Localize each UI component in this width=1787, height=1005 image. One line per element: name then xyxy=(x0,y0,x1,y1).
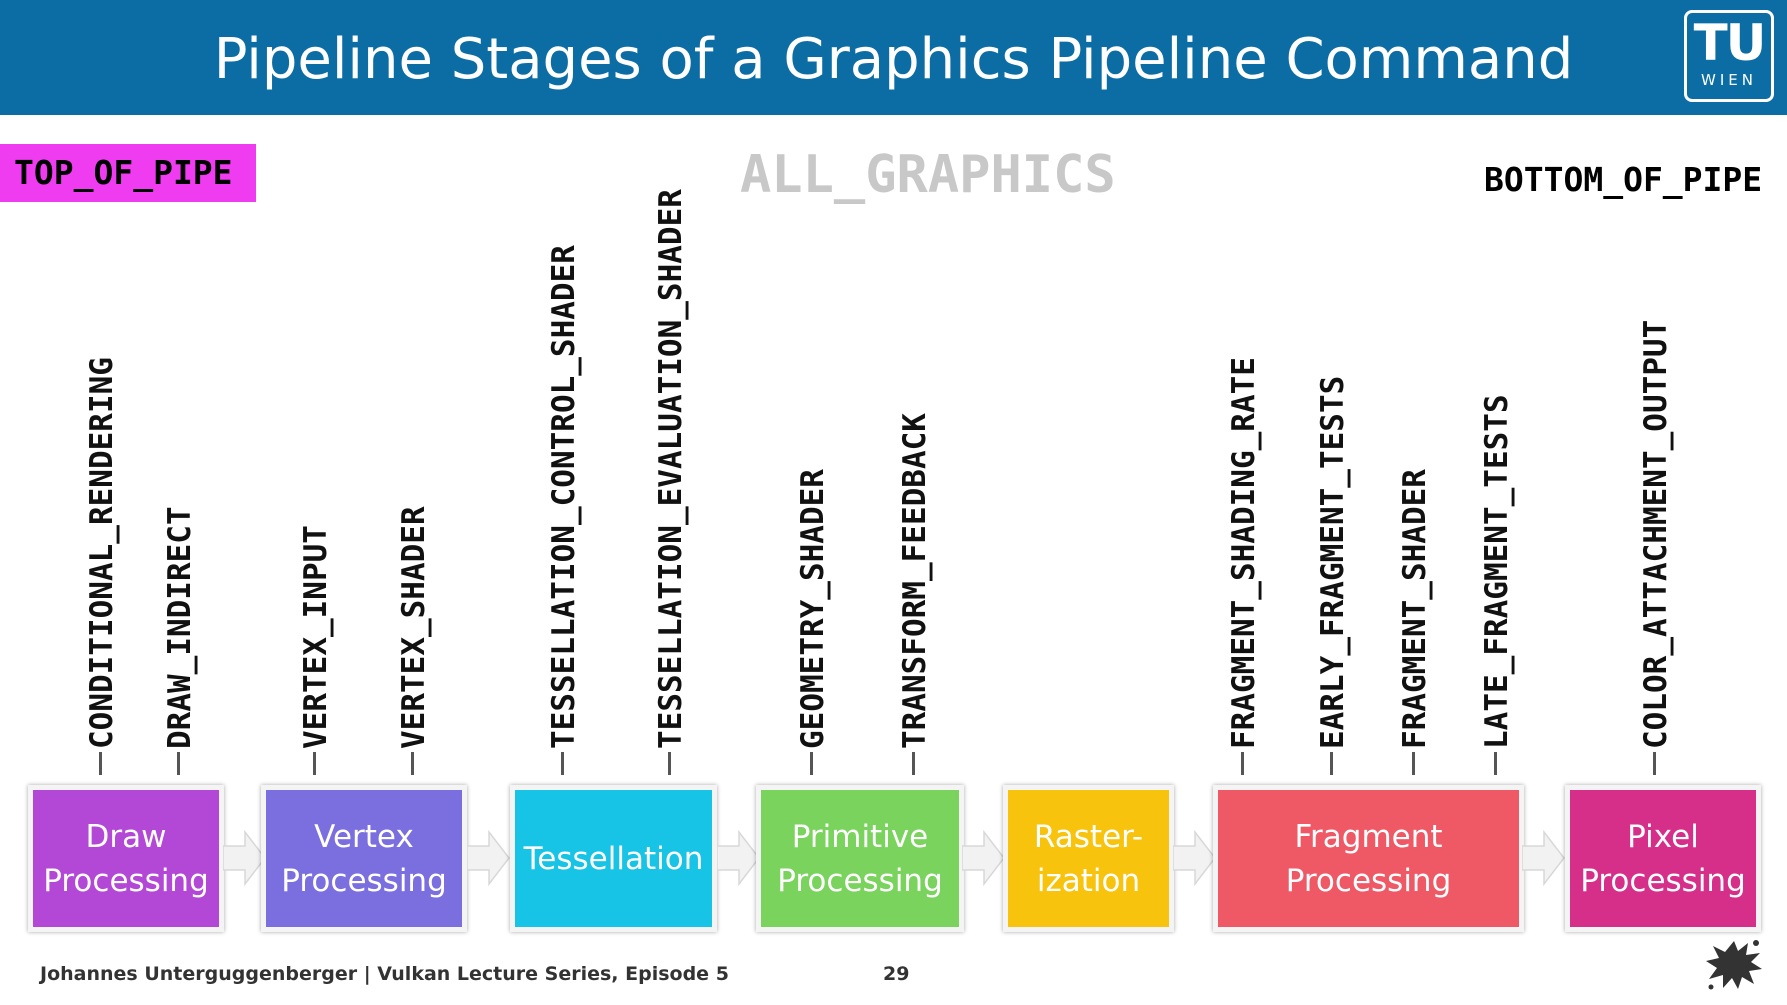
draw-processing-box: Draw Processing xyxy=(28,785,224,932)
arrow-right-icon xyxy=(467,830,510,886)
stage-tick xyxy=(1330,752,1333,775)
footer-author: Johannes Unterguggenberger | Vulkan Lect… xyxy=(40,963,729,985)
box-label: Primitive Processing xyxy=(777,818,943,899)
box-label: Draw Processing xyxy=(43,818,209,899)
title-bar: Pipeline Stages of a Graphics Pipeline C… xyxy=(0,0,1787,115)
fragment-processing-box: Fragment Processing xyxy=(1213,785,1524,932)
stage-label-early-fragment-tests: EARLY_FRAGMENT_TESTS xyxy=(1315,375,1351,749)
arrow-right-icon xyxy=(223,830,266,886)
arrow-right-icon xyxy=(717,830,760,886)
stage-tick xyxy=(1241,752,1244,775)
tessellation-box: Tessellation xyxy=(510,785,717,932)
arrow-right-icon xyxy=(1173,830,1216,886)
all-graphics-marker: ALL_GRAPHICS xyxy=(740,145,1116,205)
arrow-right-icon xyxy=(962,830,1005,886)
stage-tick xyxy=(411,752,414,775)
stage-tick xyxy=(912,752,915,775)
tu-wien-logo: TU WIEN xyxy=(1684,10,1774,102)
logo-text-tu: TU xyxy=(1693,14,1767,72)
stage-tick xyxy=(1494,752,1497,775)
stage-label-geometry-shader: GEOMETRY_SHADER xyxy=(795,469,831,749)
stage-label-draw-indirect: DRAW_INDIRECT xyxy=(162,506,198,749)
bottom-of-pipe-marker: BOTTOM_OF_PIPE xyxy=(1484,160,1763,199)
box-label: Fragment Processing xyxy=(1285,818,1452,899)
splat-logo-icon xyxy=(1706,940,1762,990)
stage-label-conditional-rendering: CONDITIONAL_RENDERING xyxy=(84,357,120,749)
vertex-processing-box: Vertex Processing xyxy=(261,785,467,932)
stage-label-late-fragment-tests: LATE_FRAGMENT_TESTS xyxy=(1479,394,1515,749)
stage-label-vertex-input: VERTEX_INPUT xyxy=(298,525,334,749)
stage-tick xyxy=(561,752,564,775)
rasterization-box: Raster- ization xyxy=(1003,785,1174,932)
stage-tick xyxy=(810,752,813,775)
stage-label-vertex-shader: VERTEX_SHADER xyxy=(396,506,432,749)
pixel-processing-box: Pixel Processing xyxy=(1565,785,1761,932)
page-number: 29 xyxy=(883,963,910,985)
stage-tick xyxy=(668,752,671,775)
stage-label-transform-feedback: TRANSFORM_FEEDBACK xyxy=(897,413,933,749)
logo-text-wien: WIEN xyxy=(1701,71,1757,89)
stage-label-fragment-shader: FRAGMENT_SHADER xyxy=(1397,469,1433,749)
stage-label-tessellation-control-shader: TESSELLATION_CONTROL_SHADER xyxy=(546,245,582,749)
box-label: Raster- ization xyxy=(1033,818,1144,899)
stage-label-color-attachment-output: COLOR_ATTACHMENT_OUTPUT xyxy=(1638,319,1674,749)
arrow-right-icon xyxy=(1522,830,1565,886)
box-label: Pixel Processing xyxy=(1580,818,1746,899)
top-of-pipe-marker: TOP_OF_PIPE xyxy=(0,144,256,202)
stage-label-fragment-shading-rate: FRAGMENT_SHADING_RATE xyxy=(1226,357,1262,749)
stage-tick xyxy=(177,752,180,775)
box-label: Tessellation xyxy=(523,840,704,877)
stage-label-tessellation-evaluation-shader: TESSELLATION_EVALUATION_SHADER xyxy=(653,189,689,749)
stage-tick xyxy=(313,752,316,775)
stage-tick xyxy=(1653,752,1656,775)
stage-tick xyxy=(99,752,102,775)
box-label: Vertex Processing xyxy=(281,818,447,899)
slide-title: Pipeline Stages of a Graphics Pipeline C… xyxy=(213,27,1574,92)
stage-tick xyxy=(1412,752,1415,775)
primitive-processing-box: Primitive Processing xyxy=(756,785,964,932)
